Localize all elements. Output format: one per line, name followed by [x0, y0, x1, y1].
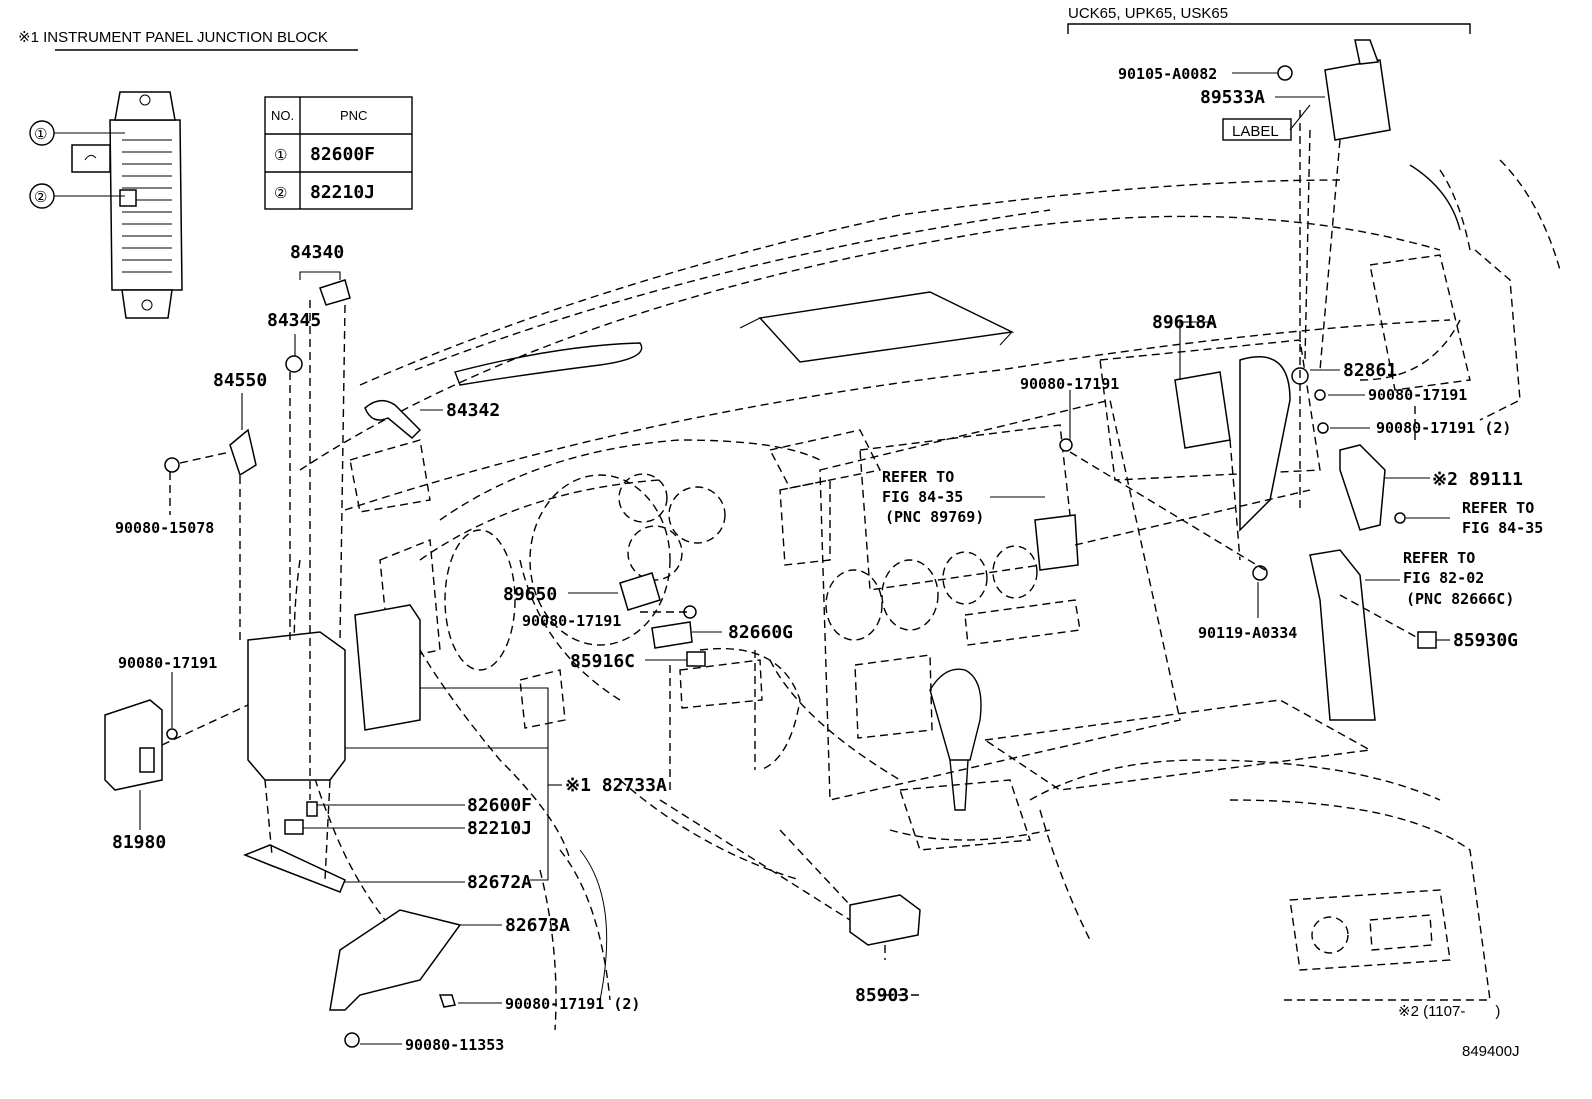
ref-82666C-line-2: FIG 82-02 [1403, 569, 1484, 587]
pnc-table-row-2-no: ② [274, 185, 287, 202]
bracket-82666C-shape [1309, 549, 1376, 721]
pnc-table-row-2-pnc: 82210J [310, 182, 375, 203]
part-82210J-shape [284, 819, 304, 835]
pnc-table-row-1-pnc: 82600F [310, 144, 375, 165]
switch-84340-shape [319, 279, 351, 306]
ref-89769-line-3: (PNC 89769) [885, 508, 984, 526]
part-drawings [104, 39, 1437, 1048]
ref-84-35-line-1: REFER TO [1462, 499, 1534, 517]
module-89618A-shape [1174, 371, 1231, 449]
junction-block-inset: ※1 INSTRUMENT PANEL JUNCTION BLOCK ① ② [18, 29, 358, 319]
dashboard-outline [293, 159, 1561, 1031]
part-label-90119-A0334: 90119-A0334 [1198, 624, 1297, 642]
part-label-82733A: ※1 82733A [565, 775, 667, 796]
part-label-90080-15078: 90080-15078 [115, 519, 214, 537]
part-label-89533A: 89533A [1200, 87, 1265, 108]
pnc-table: NO. PNC ① 82600F ② 82210J [264, 96, 413, 210]
part-label-90080-17191-a: 90080-17191 [118, 654, 217, 672]
relay-81980-shape [104, 699, 163, 791]
ref-89769-line-1: REFER TO [882, 468, 954, 486]
part-labels: 84340 84345 84342 84550 90080-15078 9008… [112, 65, 1523, 1054]
bolt-90119-A0334-shape [1252, 565, 1268, 581]
ref-84-35-line-2: FIG 84-35 [1462, 519, 1543, 537]
bracket-89111-shape [1339, 444, 1386, 531]
part-label-84342: 84342 [446, 400, 500, 421]
ref-82666C-line-3: (PNC 82666C) [1406, 590, 1514, 608]
reference-notes: REFER TO FIG 84-35 (PNC 89769) REFER TO … [882, 468, 1543, 608]
part-label-89111: ※2 89111 [1432, 469, 1523, 490]
part-label-90080-17191-c: 90080-17191 [1020, 375, 1119, 393]
relay-85916C-shape [686, 651, 706, 667]
ref-89769-line-2: FIG 84-35 [882, 488, 963, 506]
sensor-89769-shape [1034, 514, 1079, 571]
part-label-84340: 84340 [290, 242, 344, 263]
part-label-81980: 81980 [112, 832, 166, 853]
part-label-84550: 84550 [213, 370, 267, 391]
label-tag-text: LABEL [1232, 123, 1279, 140]
cap-84345-shape [285, 355, 303, 373]
junction-block-title: ※1 INSTRUMENT PANEL JUNCTION BLOCK [18, 29, 328, 46]
pnc-table-row-1-no: ① [274, 147, 287, 164]
footer-note: ※2 (1107- ) [1398, 1003, 1500, 1020]
ref-82666C-line-1: REFER TO [1403, 549, 1475, 567]
footer: ※2 (1107- ) 849400J [1398, 1003, 1520, 1060]
bracket-right-shape [1239, 356, 1291, 532]
part-label-82660G: 82660G [728, 622, 793, 643]
part-label-82861: 82861 [1343, 360, 1397, 381]
part-label-85903: 85903 [855, 985, 909, 1006]
part-label-82210J: 82210J [467, 818, 532, 839]
module-89533A-shape [1324, 59, 1391, 141]
relay-82660G-shape [651, 621, 693, 649]
part-label-90080-17191-2a: 90080-17191 (2) [505, 995, 640, 1013]
leader-lines [139, 72, 1450, 1045]
junction-block-82733A-shape [247, 631, 346, 781]
knob-84342-shape [364, 399, 422, 440]
bracket-84550-shape [229, 428, 257, 477]
bolt-90080-15078-shape [164, 457, 180, 473]
model-codes: UCK65, UPK65, USK65 [1068, 5, 1228, 22]
part-label-82600F: 82600F [467, 795, 532, 816]
part-label-84345: 84345 [267, 310, 321, 331]
sensor-89650-shape [619, 572, 661, 611]
cover-82672A-shape [242, 844, 346, 893]
part-label-85916C: 85916C [570, 651, 635, 672]
label-tag-box [1222, 118, 1292, 141]
part-label-90105-A0082: 90105-A0082 [1118, 65, 1217, 83]
junction-block-panel-shape [354, 604, 421, 731]
part-label-85930G: 85930G [1453, 630, 1518, 651]
model-code-bracket: UCK65, UPK65, USK65 [1067, 5, 1471, 34]
callout-1-label: ① [34, 126, 47, 143]
figure-id: 849400J [1462, 1043, 1520, 1060]
callout-2-label: ② [34, 189, 47, 206]
part-label-89650: 89650 [503, 584, 557, 605]
part-label-82672A: 82672A [467, 872, 532, 893]
pnc-table-header-pnc: PNC [340, 108, 367, 123]
part-label-90080-17191-d: 90080-17191 [1368, 386, 1467, 404]
bracket-82673A-shape [329, 909, 462, 1011]
part-label-89618A: 89618A [1152, 312, 1217, 333]
part-label-90080-17191-b: 90080-17191 [522, 612, 621, 630]
part-82600F-shape [306, 801, 318, 817]
pnc-table-header-no: NO. [271, 108, 294, 123]
part-label-90080-11353: 90080-11353 [405, 1036, 504, 1054]
relay-85930G-shape [1417, 631, 1437, 649]
bolt-90080-11353-shape [344, 1032, 360, 1048]
part-label-82673A: 82673A [505, 915, 570, 936]
bolt-90105-A0082-shape [1277, 65, 1293, 81]
module-85903-shape [849, 894, 921, 946]
part-label-90080-17191-2b: 90080-17191 (2) [1376, 419, 1511, 437]
